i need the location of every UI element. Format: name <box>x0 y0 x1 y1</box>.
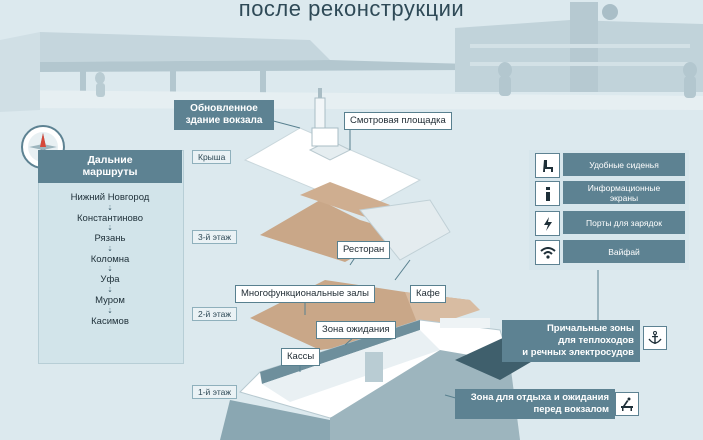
route-arrow-icon: ⇣ <box>107 286 113 294</box>
route-arrow-icon: ⇣ <box>107 266 113 274</box>
route-city: Муром <box>95 294 125 306</box>
route-arrow-icon: ⇣ <box>107 225 113 233</box>
station-callout-line2: здание вокзала <box>185 115 263 126</box>
route-arrow-icon: ⇣ <box>107 245 113 253</box>
floor-label-2: 2-й этаж <box>192 307 238 321</box>
waiting-zone-label: Зона ожидания <box>316 321 396 339</box>
routes-heading: Дальние маршруты <box>38 150 182 183</box>
piers-callout-line2: для теплоходов <box>558 335 634 346</box>
restaurant-label: Ресторан <box>337 241 391 259</box>
floor-label-roof: Крыша <box>192 150 232 164</box>
routes-list: Нижний Новгород ⇣ Константиново ⇣ Рязань… <box>38 192 182 327</box>
routes-panel <box>38 150 184 364</box>
floor-label-3: 3-й этаж <box>192 230 238 244</box>
amenity-label: Удобные сиденья <box>563 153 685 176</box>
route-city: Коломна <box>90 253 130 265</box>
station-callout: Обновленное здание вокзала <box>174 100 274 130</box>
routes-heading-line2: маршруты <box>82 166 138 178</box>
amenity-label-line1: Порты для зарядок <box>586 217 662 228</box>
floor-label-1: 1-й этаж <box>192 385 238 399</box>
amenity-seats: Удобные сиденья <box>535 153 685 178</box>
route-city: Нижний Новгород <box>70 192 150 203</box>
amenity-label: Порты для зарядок <box>563 211 685 234</box>
station-callout-line1: Обновленное <box>190 103 258 114</box>
routes-heading-line1: Дальние <box>87 154 133 166</box>
amenity-label-line2: экраны <box>609 192 639 203</box>
wifi-icon <box>535 240 560 265</box>
amenity-label-line1: Вайфай <box>608 246 640 257</box>
amenity-charging: Порты для зарядок <box>535 211 685 236</box>
amenity-label-line1: Информационные <box>587 182 661 193</box>
amenity-label: Информационные экраны <box>563 181 685 204</box>
charging-icon <box>535 211 560 236</box>
route-city: Рязань <box>94 233 126 245</box>
route-city: Касимов <box>91 315 129 327</box>
rest-zone-callout-line1: Зона для отдыха и ожидания <box>470 392 609 403</box>
piers-callout: Причальные зоны для теплоходов и речных … <box>502 320 640 362</box>
route-city: Уфа <box>100 274 120 286</box>
info-icon <box>535 181 560 206</box>
amenity-label-line1: Удобные сиденья <box>589 159 659 170</box>
tickets-label: Кассы <box>281 348 321 366</box>
page-title: после реконструкции <box>238 0 465 21</box>
amenity-label: Вайфай <box>563 240 685 263</box>
seat-icon <box>535 153 560 178</box>
route-city: Константиново <box>77 212 143 224</box>
amenity-info-screens: Информационные экраны <box>535 181 685 206</box>
rest-zone-callout-line2: перед вокзалом <box>533 404 609 415</box>
piers-callout-line1: Причальные зоны <box>546 323 634 334</box>
halls-label: Многофункциональные залы <box>235 285 375 303</box>
observation-deck-label: Смотровая площадка <box>344 112 452 130</box>
cafe-label: Кафе <box>410 285 446 303</box>
route-arrow-icon: ⇣ <box>107 307 113 315</box>
piers-callout-line3: и речных электросудов <box>522 347 634 358</box>
route-arrow-icon: ⇣ <box>107 204 113 212</box>
amenity-wifi: Вайфай <box>535 240 685 265</box>
anchor-icon <box>643 326 667 350</box>
rest-zone-callout: Зона для отдыха и ожидания перед вокзало… <box>455 389 615 419</box>
bench-icon <box>615 392 639 416</box>
